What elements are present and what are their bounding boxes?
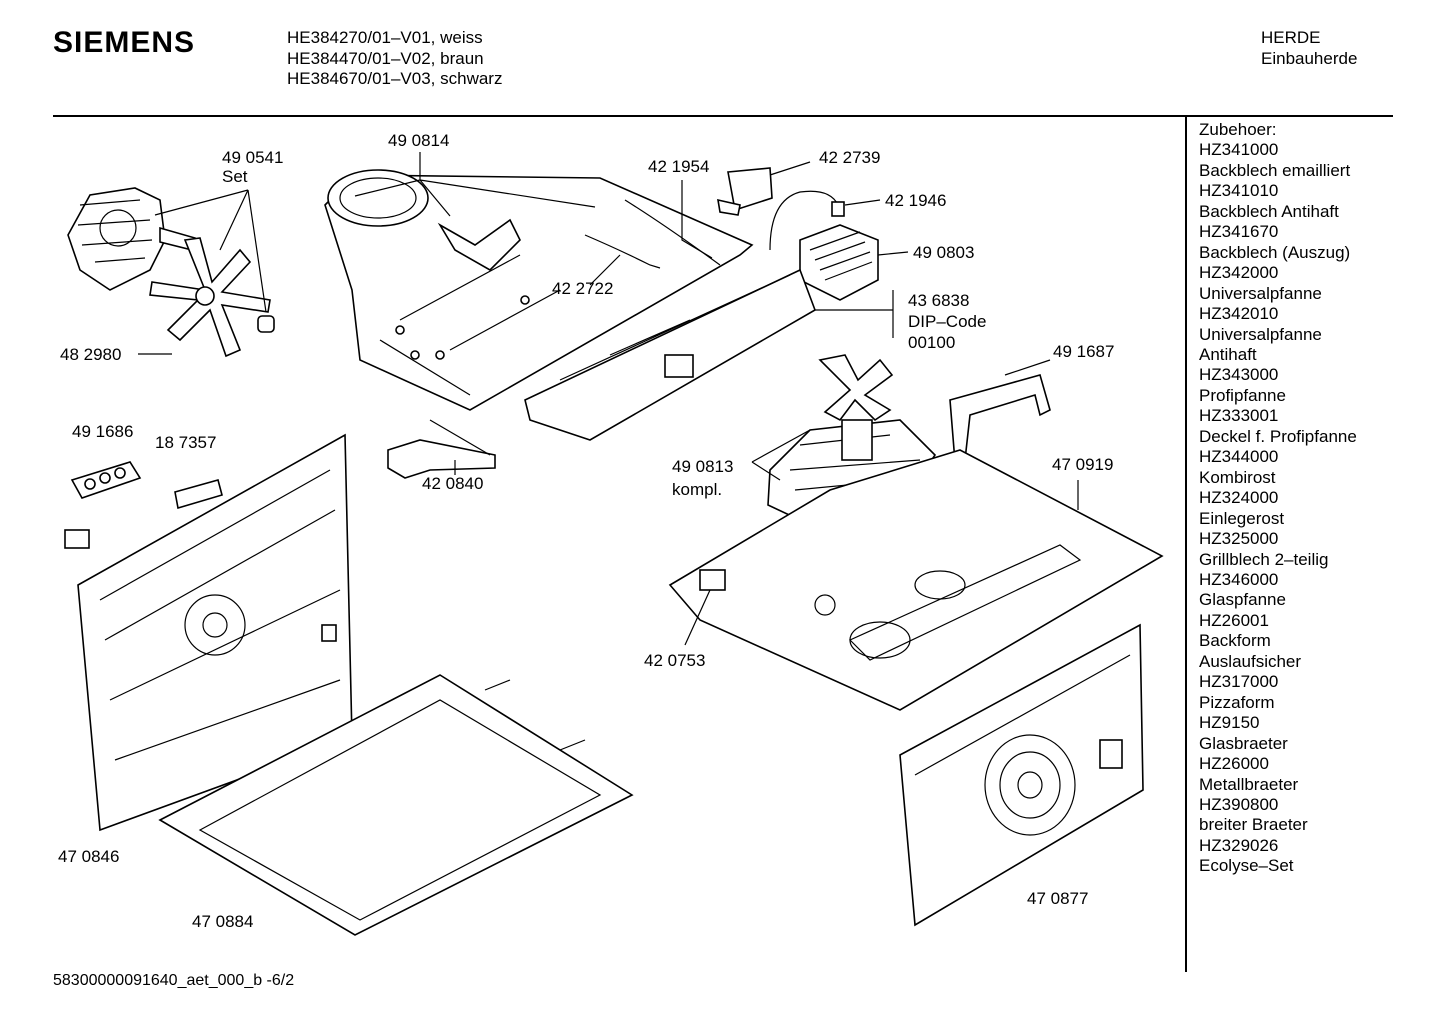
accessory-item: HZ341010 [1199, 181, 1279, 201]
category-line: HERDE [1261, 28, 1321, 47]
accessory-divider [1185, 116, 1187, 972]
accessory-item: HZ9150 [1199, 713, 1260, 733]
part-label: 42 0840 [422, 474, 483, 493]
transformer-part [717, 167, 773, 216]
nut-part [257, 315, 275, 333]
part-label: Set [222, 167, 248, 186]
accessory-item: Antihaft [1199, 344, 1257, 364]
bracket-part [949, 374, 1051, 463]
accessory-item: HZ346000 [1199, 569, 1279, 589]
accessory-item: HZ329026 [1199, 835, 1279, 855]
accessory-item: breiter Braeter [1199, 815, 1308, 835]
part-label: 47 0877 [1027, 889, 1088, 908]
terminal-part [174, 479, 223, 510]
wire-harness [584, 234, 661, 269]
accessory-item: HZ390800 [1199, 794, 1279, 814]
accessory-item: HZ317000 [1199, 672, 1279, 692]
accessory-item: Glasbraeter [1199, 733, 1288, 753]
accessory-item: HZ344000 [1199, 447, 1279, 467]
category-block: HERDE Einbauherde [1261, 27, 1357, 69]
header-divider [53, 115, 1393, 117]
control-module-part [524, 268, 816, 441]
accessory-item: Backform [1199, 631, 1271, 651]
model-line: HE384670/01–V03, schwarz [287, 69, 503, 88]
accessory-item: Metallbraeter [1199, 774, 1299, 794]
accessory-item: Pizzaform [1199, 692, 1275, 712]
part-label: DIP–Code [908, 312, 986, 331]
accessory-item: HZ26000 [1199, 754, 1269, 774]
accessory-item: HZ26001 [1199, 610, 1269, 630]
accessory-item: HZ333001 [1199, 406, 1279, 426]
part-label: 42 2739 [819, 148, 880, 167]
sensor-part [387, 419, 496, 479]
connector-part [831, 201, 845, 217]
accessory-item: HZ341000 [1199, 140, 1279, 160]
part-label: 42 1946 [885, 191, 946, 210]
model-list: HE384270/01–V01, weiss HE384470/01–V02, … [287, 28, 502, 90]
part-label: 47 0919 [1052, 455, 1113, 474]
part-label: 49 1686 [72, 422, 133, 441]
accessory-item: Grillblech 2–teilig [1199, 549, 1329, 569]
accessory-item: Backblech emailliert [1199, 160, 1351, 180]
bottom-tray-part [158, 674, 634, 936]
accessory-title: Zubehoer: [1199, 120, 1277, 139]
part-label: 49 0541 [222, 148, 283, 167]
part-label: 47 0884 [192, 912, 253, 931]
front-panel-part [899, 623, 1144, 927]
part-label: 43 6838 [908, 291, 969, 310]
accessory-item: Kombirost [1199, 467, 1276, 487]
part-label: 42 0753 [644, 651, 705, 670]
accessory-item: Glaspfanne [1199, 590, 1286, 610]
document-footer: 58300000091640_aet_000_b -6/2 [53, 972, 295, 989]
oven-top-part [668, 449, 1164, 711]
model-line: HE384270/01–V01, weiss [287, 28, 483, 47]
brand-logo: SIEMENS [53, 26, 196, 59]
switch-block-part [64, 461, 142, 549]
accessory-item: HZ342000 [1199, 263, 1279, 283]
accessory-item: Backblech Antihaft [1199, 201, 1339, 221]
fan-motor-part [67, 187, 196, 291]
accessory-item: HZ341670 [1199, 222, 1279, 242]
part-label: 49 0813 [672, 457, 733, 476]
part-label: 42 1954 [648, 157, 709, 176]
side-panel-part [77, 433, 353, 832]
accessory-item: HZ342010 [1199, 304, 1279, 324]
accessory-item: Ecolyse–Set [1199, 856, 1294, 876]
accessory-item: HZ343000 [1199, 365, 1279, 385]
wire-harness [624, 199, 721, 266]
accessory-item: Deckel f. Profipfanne [1199, 426, 1357, 446]
accessory-item: Backblech (Auszug) [1199, 242, 1351, 262]
category-line: Einbauherde [1261, 49, 1358, 68]
fan-blade-part [149, 237, 271, 358]
model-line: HE384470/01–V02, braun [287, 48, 484, 68]
part-label: 18 7357 [155, 433, 216, 452]
part-label: 48 2980 [60, 345, 121, 364]
part-label: 00100 [908, 333, 955, 352]
part-label: kompl. [672, 480, 722, 499]
heatsink-part [799, 224, 879, 301]
part-label: 42 2722 [552, 279, 613, 298]
accessory-item: Auslaufsicher [1199, 651, 1302, 671]
part-label: 47 0846 [58, 847, 119, 866]
part-label: 49 1687 [1053, 342, 1114, 361]
accessory-item: HZ324000 [1199, 488, 1279, 508]
cable-part [769, 190, 839, 251]
part-label: 49 0803 [913, 243, 974, 262]
accessory-item: Universalpfanne [1199, 283, 1322, 303]
part-label: 49 0814 [388, 131, 449, 150]
accessory-item: Universalpfanne [1199, 324, 1322, 344]
accessory-item: Einlegerost [1199, 508, 1285, 528]
accessory-item: HZ325000 [1199, 529, 1279, 549]
accessory-item: Profipfanne [1199, 385, 1286, 405]
